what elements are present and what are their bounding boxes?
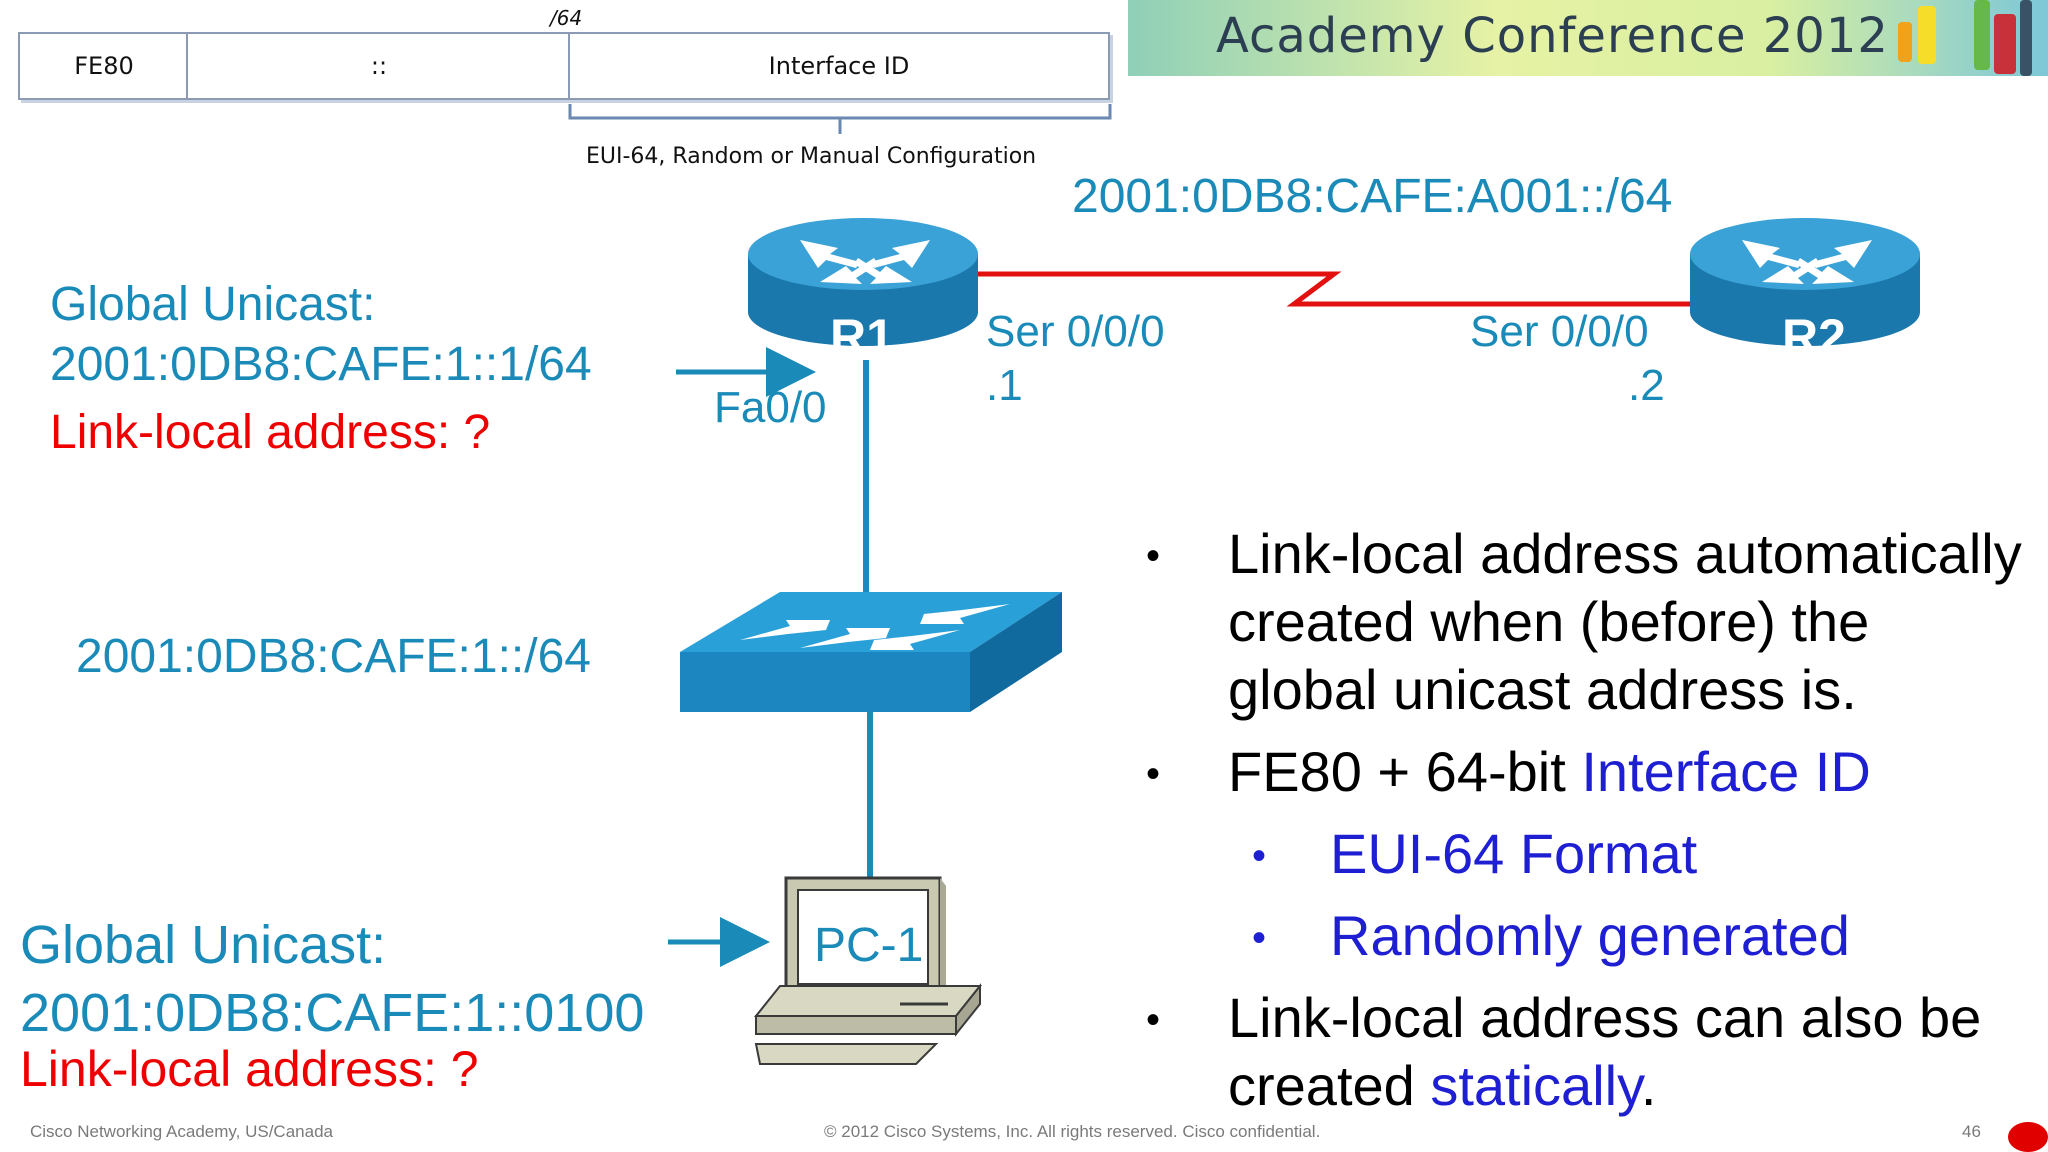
banner-bar-dark (2020, 0, 2032, 76)
bullet-3-dot: • (1146, 998, 1161, 1042)
conference-banner: Academy Conference 2012 (1128, 0, 2048, 76)
pc-label: PC-1 (814, 919, 924, 972)
r1-global-unicast-label: Global Unicast: (50, 278, 376, 331)
router-r2-icon (1690, 218, 1920, 346)
r1-serial-interface: Ser 0/0/0 (986, 307, 1165, 356)
r1-global-unicast-address: 2001:0DB8:CAFE:1::1/64 (50, 338, 592, 391)
prefix-length-label: /64 (550, 6, 583, 30)
r1-serial-host: .1 (986, 361, 1023, 410)
bullet-3-text: created (1228, 1054, 1431, 1117)
bullet-2-text: FE80 + 64-bit (1228, 740, 1582, 803)
field-interface-id: Interface ID (568, 32, 1110, 100)
bullet-3-line-2: created statically. (1228, 1052, 1656, 1120)
serial-link (978, 271, 1690, 307)
bullet-2b-dot: • (1252, 916, 1267, 960)
lan-subnet: 2001:0DB8:CAFE:1::/64 (76, 630, 591, 683)
bullet-2-dot: • (1146, 752, 1161, 796)
banner-title: Academy Conference 2012 (1216, 8, 1889, 64)
banner-bar-red (1994, 14, 2016, 74)
bullet-3-accent: statically (1430, 1054, 1641, 1117)
bullet-2-accent: Interface ID (1581, 740, 1871, 803)
bullet-3-line-1: Link-local address can also be (1228, 986, 1982, 1049)
serial-subnet: 2001:0DB8:CAFE:A001::/64 (1072, 170, 1673, 223)
r1-label: R1 (830, 309, 894, 365)
bullet-2b: Randomly generated (1330, 904, 1850, 967)
field-fe80-label: FE80 (74, 52, 134, 80)
banner-bar-green (1974, 0, 1990, 70)
r2-serial-interface: Ser 0/0/0 (1470, 307, 1649, 356)
interface-id-caption: EUI-64, Random or Manual Configuration (586, 144, 1037, 169)
bullet-3-end: . (1640, 1054, 1657, 1117)
router-r1-icon (748, 218, 978, 346)
r1-link-local-label: Link-local address: ? (50, 406, 491, 459)
bullet-1-dot: • (1146, 534, 1161, 578)
footer-left: Cisco Networking Academy, US/Canada (30, 1122, 333, 1141)
pc-global-unicast-address: 2001:0DB8:CAFE:1::0100 (20, 983, 645, 1043)
interface-id-brace (568, 104, 1112, 134)
bullet-1-line-3: global unicast address is. (1228, 658, 1857, 721)
r1-fa-interface: Fa0/0 (714, 383, 827, 432)
banner-bar-orange (1898, 22, 1912, 62)
r2-serial-host: .2 (1628, 361, 1665, 410)
banner-bar-yellow (1918, 6, 1936, 64)
r2-label: R2 (1782, 309, 1846, 365)
field-interface-id-label: Interface ID (768, 52, 910, 80)
page-number: 46 (1962, 1122, 1981, 1141)
pc-icon (753, 876, 983, 1065)
bullet-1-line-2: created when (before) the (1228, 590, 1870, 653)
cisco-red-dot (2008, 1122, 2048, 1152)
field-fe80: FE80 (18, 32, 190, 100)
bullet-2: FE80 + 64-bit Interface ID (1228, 738, 1871, 806)
bullet-1-line-1: Link-local address automatically (1228, 522, 2022, 585)
pc-link-local-label: Link-local address: ? (20, 1041, 479, 1097)
footer-copyright: © 2012 Cisco Systems, Inc. All rights re… (824, 1122, 1321, 1141)
pc-global-unicast-label: Global Unicast: (20, 915, 387, 975)
bullet-2a-dot: • (1252, 834, 1267, 878)
switch-icon (680, 592, 1062, 712)
bullet-2a: EUI-64 Format (1330, 822, 1698, 885)
field-double-colon-label: :: (370, 52, 388, 80)
